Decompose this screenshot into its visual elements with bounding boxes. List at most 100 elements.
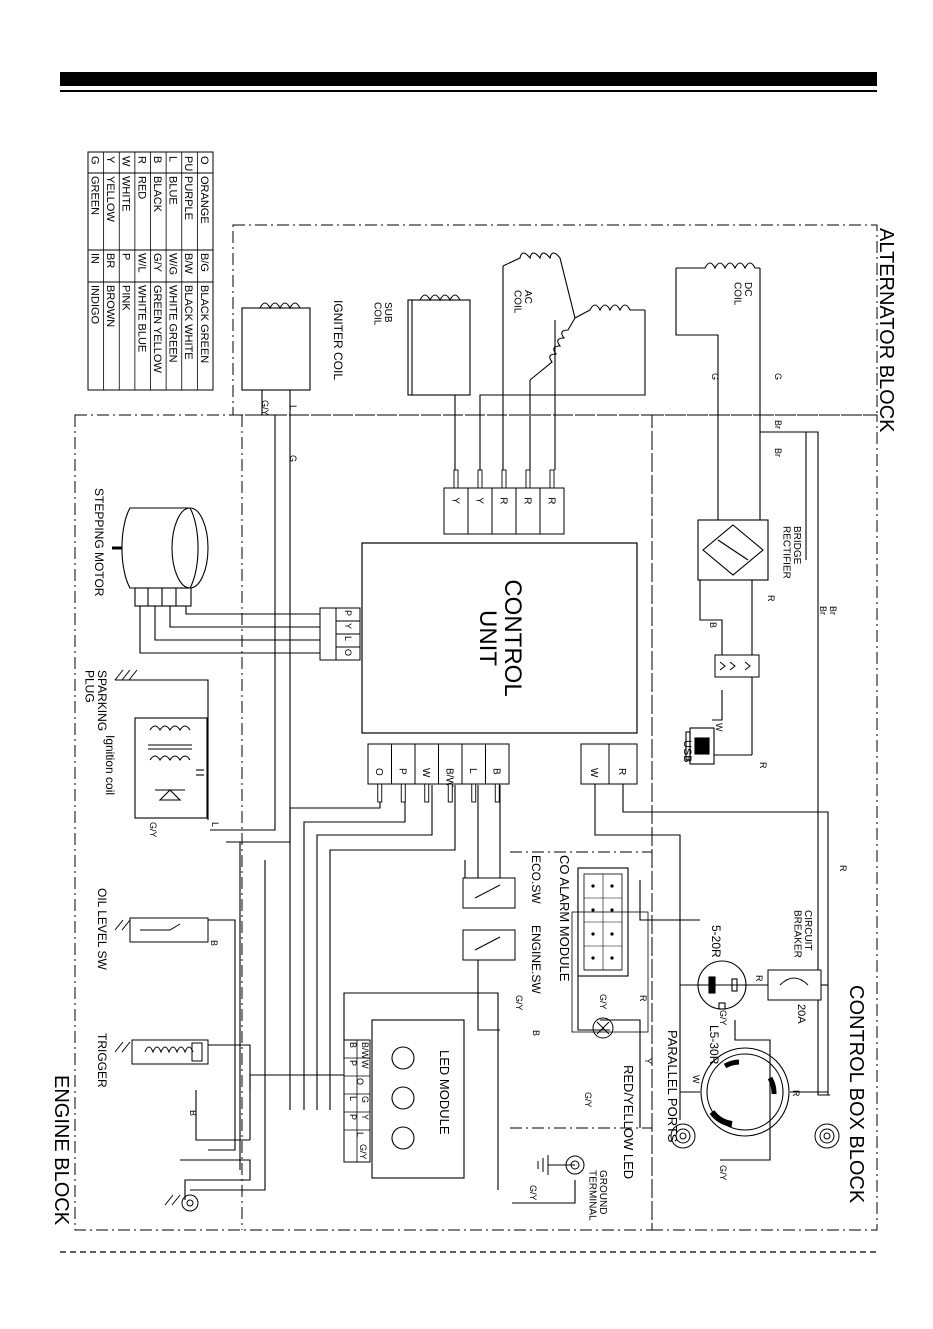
- wire-label-17-line: B: [188, 1110, 198, 1116]
- breaker-rating-label-line: 20A: [795, 1004, 807, 1024]
- legend-code-5-line: W: [120, 156, 132, 167]
- sub-coil-label-line: COIL: [372, 302, 383, 326]
- led-pin-3-line: P: [348, 1060, 358, 1066]
- legend-name-4-line: RED: [135, 176, 147, 199]
- wire-label-1: G: [710, 373, 720, 380]
- conn-coil-label-2: R: [497, 497, 508, 504]
- legend-dcode-1: B/W: [182, 253, 194, 274]
- control-box-block-title: CONTROL BOX BLOCK: [845, 985, 867, 1204]
- conn-coil-cell: [539, 487, 565, 535]
- wire-label-20-line: W: [691, 1075, 701, 1084]
- legend-dname-3-line: GREEN YELLOW: [151, 285, 163, 373]
- alternator-block-title-line: ALTERNATOR BLOCK: [875, 228, 897, 433]
- wire-label-11: L: [288, 405, 298, 410]
- wire-label-2-line: Br: [773, 420, 783, 429]
- legend-dcode-3-line: G/Y: [151, 253, 163, 273]
- legend-code-6: Y: [104, 156, 116, 164]
- wire-label-25: B: [531, 1030, 541, 1036]
- ground-terminal-label-line: TERMINAL: [587, 1170, 598, 1221]
- led-pin-8: P: [348, 1114, 358, 1120]
- wire-label-19-line: G/Y: [718, 1010, 728, 1026]
- parallel-ports-label-line: PARALLEL PORTS: [665, 1030, 680, 1143]
- bridge-rectifier-label-line: RECTIFIER: [781, 526, 792, 579]
- conn-bottom-label-5: B: [491, 768, 502, 775]
- color-legend-table: OORANGEPUPURPLELBLUEBBLACKRREDWWHITEYYEL…: [87, 151, 214, 391]
- control-unit-label: CONTROL UNIT: [474, 579, 526, 696]
- legend-dcode-2: W/G: [167, 253, 179, 275]
- wire-label-4: Br: [828, 606, 838, 615]
- legend-code-3: B: [151, 156, 163, 163]
- svg-text:UNIT: UNIT: [474, 610, 501, 666]
- conn-coil-cell: [491, 487, 517, 535]
- conn-bottom-label-4: L: [467, 768, 478, 774]
- circuit-breaker-label-line: BREAKER: [792, 910, 803, 958]
- motor-pin-0-line: P: [343, 610, 353, 616]
- motor-pin-2: L: [343, 636, 353, 641]
- legend-code-4: R: [135, 156, 147, 164]
- ground-terminal: [537, 1155, 585, 1175]
- conn-bottom-cell: [367, 743, 392, 785]
- legend-dname-1: BLACK WHITE: [182, 285, 194, 360]
- circuit-breaker-label-line: CIRCUIT: [802, 910, 813, 951]
- bridge-rectifier: [697, 519, 769, 581]
- legend-code-4-line: R: [135, 156, 147, 164]
- co-alarm-connector: [571, 867, 649, 1033]
- outlet-l530r-label: L5-30R: [707, 1025, 721, 1065]
- led-module-label: LED MODULE: [437, 1050, 452, 1135]
- legend-code-0-line: O: [198, 156, 210, 165]
- control-box-block-title-line: CONTROL BOX BLOCK: [845, 985, 867, 1204]
- conn-coil-label-1: Y: [473, 497, 484, 504]
- parallel-ports: [670, 1123, 840, 1149]
- conn-bottom-label-5-line: B: [491, 768, 502, 775]
- co-alarm-module-label: CO ALARM MODULE: [557, 855, 572, 982]
- wire-label-16-line: B: [209, 940, 219, 946]
- legend-name-4: RED: [135, 176, 147, 199]
- trigger: [114, 1039, 209, 1065]
- legend-dcode-7-line: IN: [88, 253, 100, 264]
- control-unit-box: [361, 542, 638, 734]
- led-pin-2: W: [360, 1060, 370, 1069]
- igniter-coil-label-line: IGNITER COIL: [331, 300, 345, 380]
- wire-label-2: Br: [773, 420, 783, 429]
- legend-name-7: GREEN: [88, 176, 100, 215]
- conn-bottom-label-3-line: B/W: [444, 768, 455, 787]
- wire-label-26: G/Y: [514, 995, 524, 1011]
- outlet-l530r-label-line: L5-30R: [707, 1025, 721, 1065]
- conn-bottom-label-2: W: [420, 768, 431, 778]
- led-pin-1: B: [348, 1042, 358, 1048]
- legend-dname-1-line: BLACK WHITE: [182, 285, 194, 360]
- conn-right-label-1-line: R: [616, 768, 627, 775]
- dc-coil-label-line: COIL: [732, 282, 743, 306]
- legend-name-6: YELLOW: [104, 176, 116, 222]
- conn-bottom-cell: [485, 743, 510, 785]
- legend-code-2-line: L: [167, 156, 179, 162]
- coils: [241, 252, 760, 396]
- red-yellow-led-label: RED/YELLOW LED: [621, 1065, 636, 1179]
- led-pin-8-line: P: [348, 1114, 358, 1120]
- legend-dname-4: WHITE BLUE: [135, 285, 147, 352]
- wire-label-12-line: G: [288, 455, 298, 462]
- igniter-coil-label: IGNITER COIL: [331, 300, 345, 380]
- wire-label-6-line: R: [766, 595, 776, 602]
- legend-dname-5-line: PINK: [120, 285, 132, 311]
- legend-code-6-line: Y: [104, 156, 116, 164]
- ignition-coil: [134, 717, 208, 819]
- wire-label-15-line: G/Y: [148, 822, 158, 838]
- inline-connector: [714, 654, 760, 678]
- circuit-breaker: [767, 969, 822, 1001]
- legend-dname-2-line: WHITE GREEN: [167, 285, 179, 363]
- conn-right-cell: [608, 743, 638, 785]
- svg-text:CONTROL: CONTROL: [499, 579, 526, 696]
- legend-dname-0: BLACK GREEN: [198, 285, 210, 363]
- motor-pin-0: P: [343, 610, 353, 616]
- wire-label-29: G/Y: [528, 1185, 538, 1201]
- led-pin-10-line: G/Y: [358, 1144, 368, 1160]
- led-pin-2-line: W: [360, 1060, 370, 1069]
- legend-name-3-line: BLACK: [151, 176, 163, 213]
